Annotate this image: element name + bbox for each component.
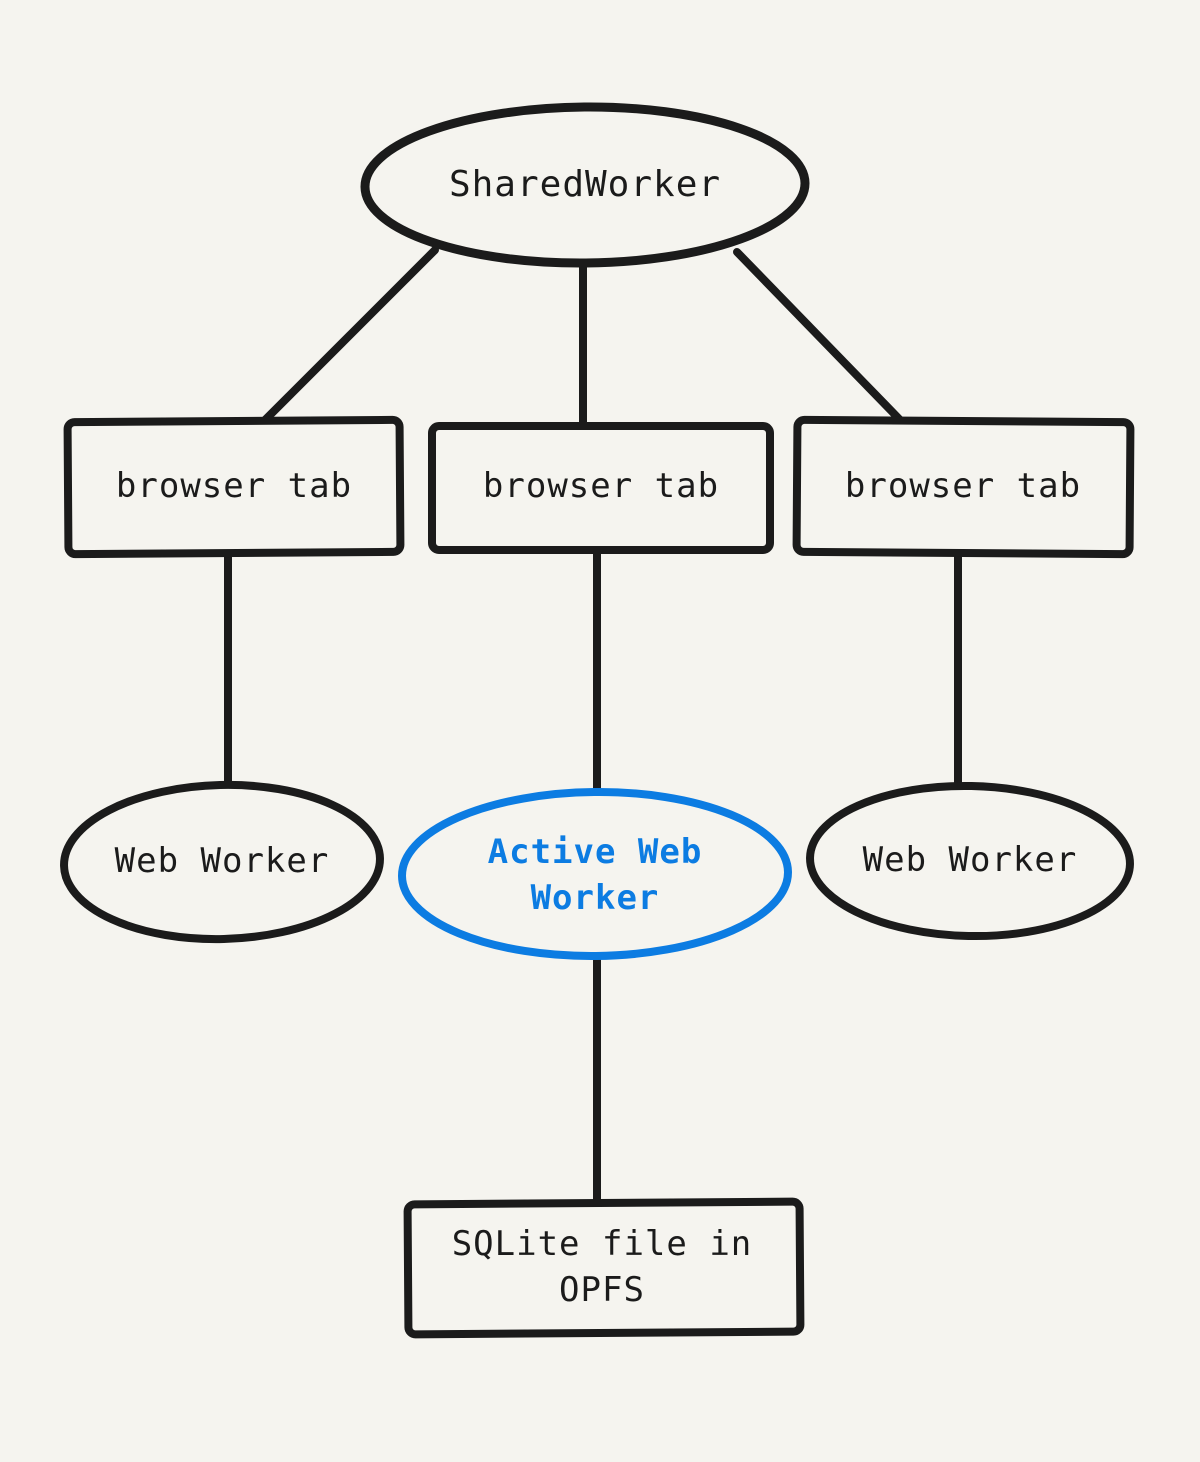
sqlite-file-label: SQLite file in OPFS xyxy=(451,1224,753,1310)
sqlite-file-box xyxy=(403,1197,805,1339)
active-web-worker-label: Active Web Worker xyxy=(487,832,703,918)
browser-tab-1-box xyxy=(63,415,405,559)
sharedworker-label: SharedWorker xyxy=(448,163,722,205)
web-worker-left-label: Web Worker xyxy=(114,841,330,882)
web-worker-right-ellipse xyxy=(806,781,1134,941)
sharedworker-ellipse xyxy=(360,102,810,268)
browser-tab-1-label: browser tab xyxy=(115,466,353,507)
browser-tab-2-label: browser tab xyxy=(482,466,720,507)
active-web-worker-ellipse xyxy=(398,787,792,961)
browser-tab-3-label: browser tab xyxy=(844,466,1082,507)
browser-tab-3-box xyxy=(792,415,1135,559)
edge-sharedworker-tab3 xyxy=(733,248,909,429)
browser-tab-2-box xyxy=(428,422,774,554)
web-worker-left-ellipse xyxy=(60,780,384,944)
edge-sharedworker-tab1 xyxy=(256,246,439,429)
web-worker-right-label: Web Worker xyxy=(862,840,1078,881)
